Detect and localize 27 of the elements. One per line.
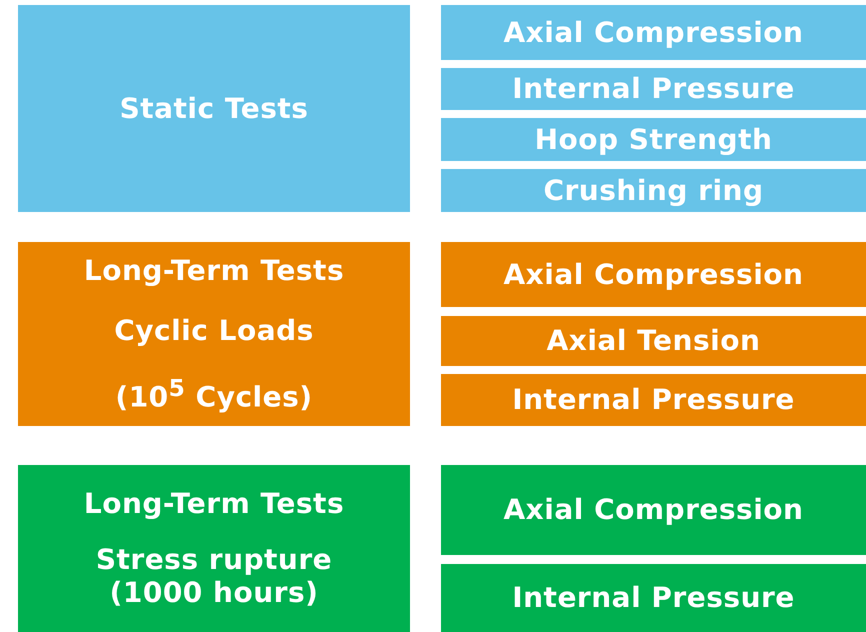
box-heading: Hoop Strength <box>534 122 772 156</box>
test-box <box>441 564 866 632</box>
category-box <box>18 242 410 426</box>
box-heading: Axial Tension <box>546 324 760 358</box>
box-heading: Axial Compression <box>504 16 804 50</box>
test-box <box>441 5 866 60</box>
box-heading: Long-Term Tests <box>84 254 344 288</box>
box-heading: Axial Compression <box>504 493 804 527</box>
box-subheading: Stress rupture (1000 hours) <box>94 542 334 610</box>
box-heading: Internal Pressure <box>512 383 795 417</box>
test-box <box>441 316 866 366</box>
box-heading: Internal Pressure <box>512 581 795 615</box>
test-box <box>441 242 866 307</box>
test-box <box>441 374 866 426</box>
box-subheading: (10$^{5}$ Cycles) <box>115 374 313 414</box>
box-subheading: Cyclic Loads <box>114 314 314 348</box>
box-heading: Axial Compression <box>504 258 804 292</box>
box-heading: Internal Pressure <box>512 72 795 106</box>
test-box <box>441 68 866 110</box>
test-box <box>441 169 866 212</box>
box-heading: Long-Term Tests <box>84 487 344 521</box>
test-box <box>441 465 866 555</box>
box-heading: Crushing ring <box>543 174 764 208</box>
category-box <box>18 5 410 212</box>
category-box <box>18 465 410 632</box>
test-box <box>441 118 866 161</box>
box-heading: Static Tests <box>120 92 308 126</box>
